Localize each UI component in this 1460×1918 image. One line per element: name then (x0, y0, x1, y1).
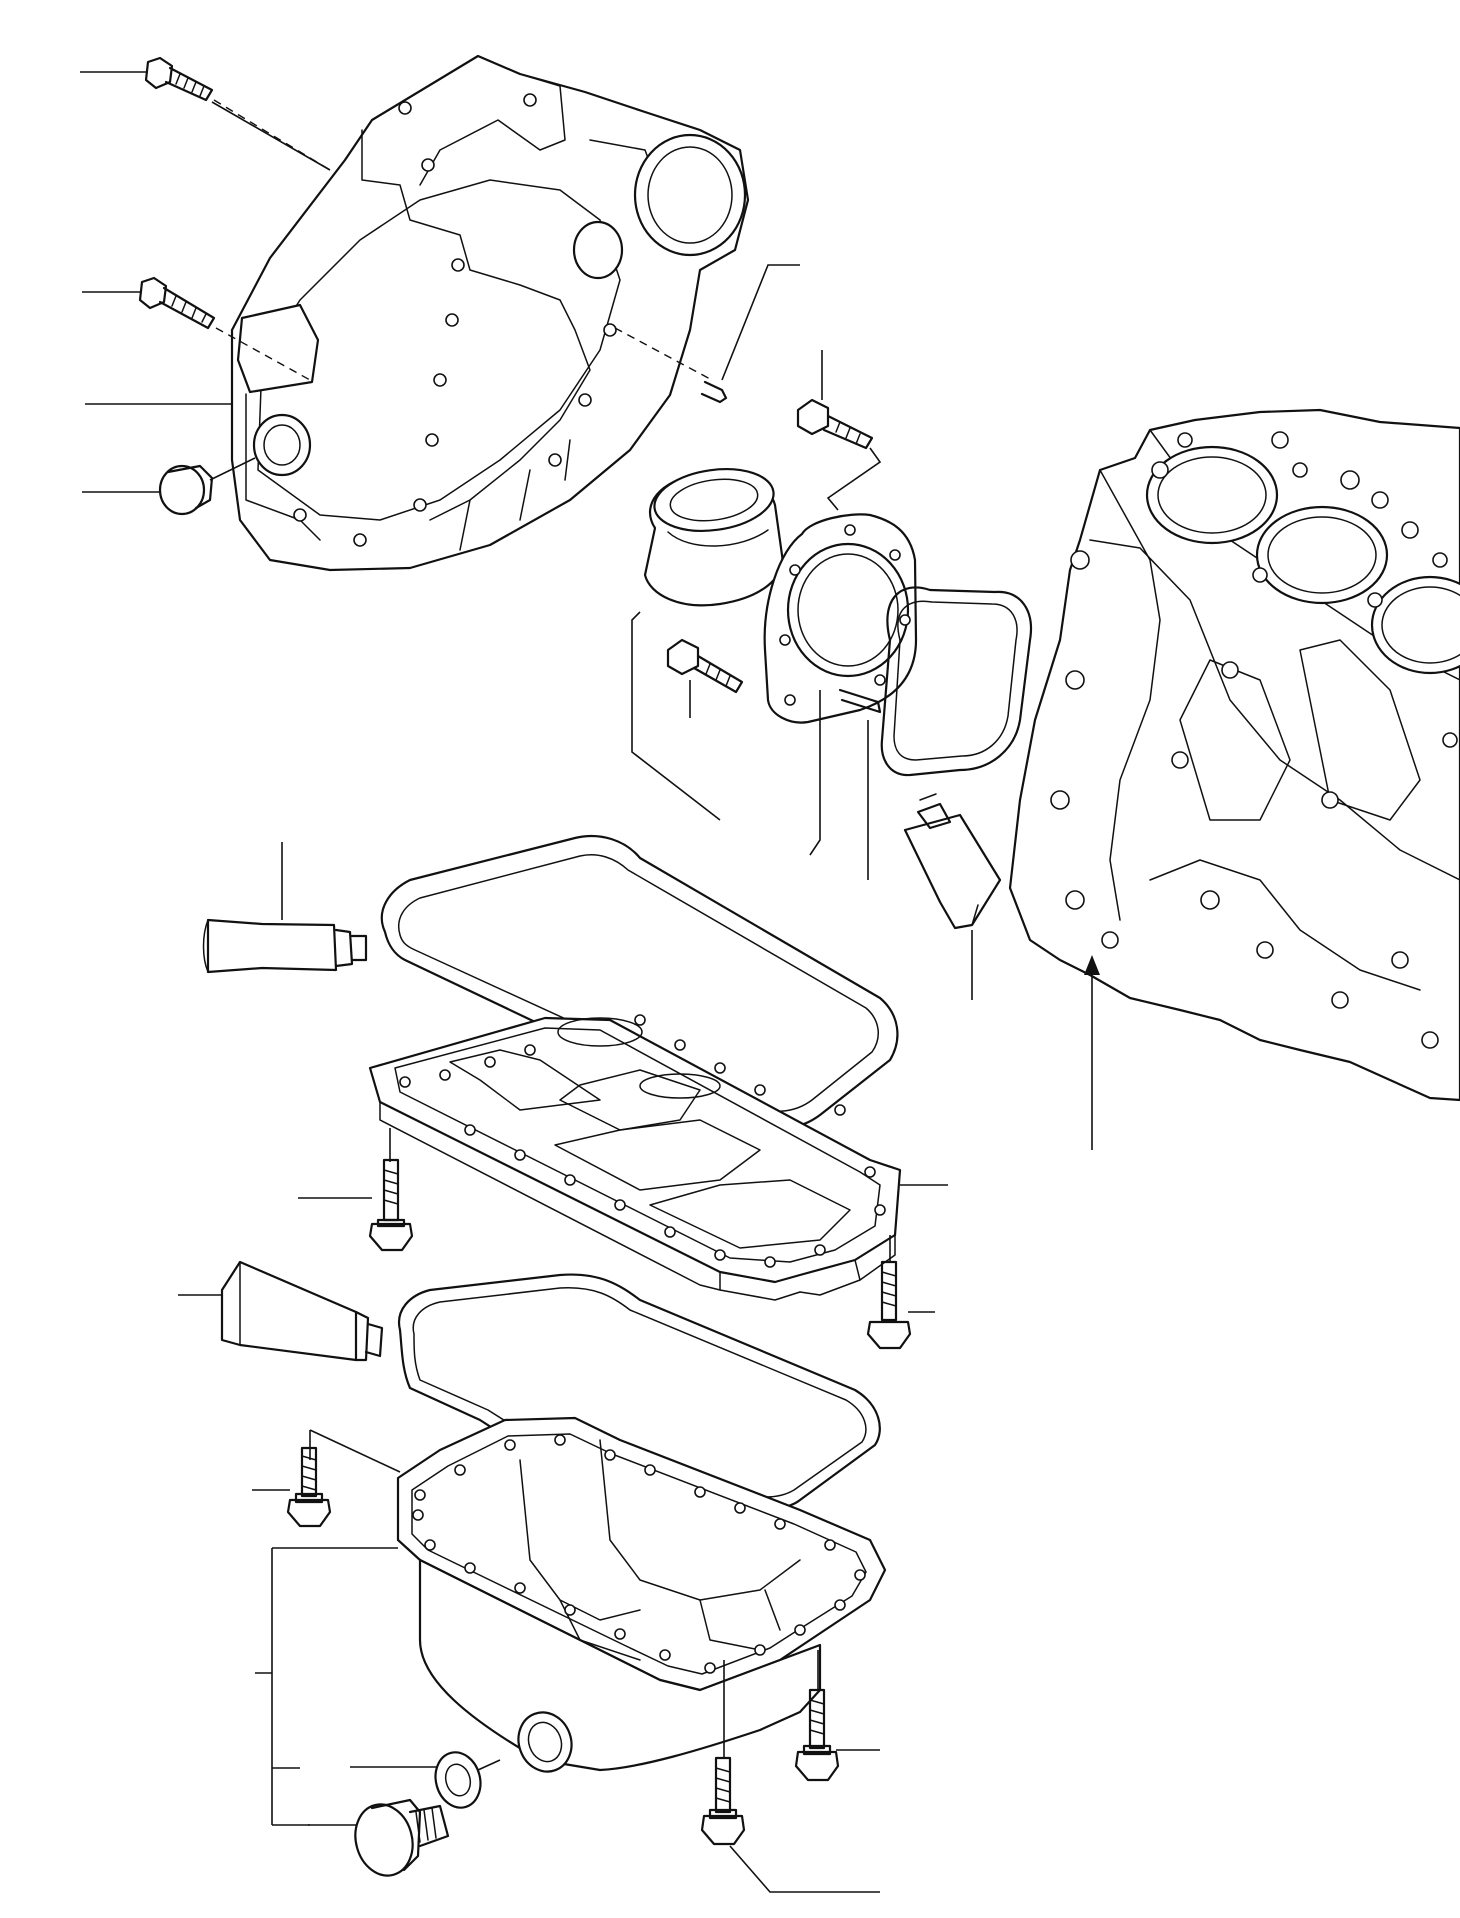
oil-seal (631, 468, 784, 821)
bolt-adapter-left (298, 1128, 414, 1252)
cylinder-block (1008, 408, 1460, 1102)
sealant-tube-right (903, 793, 1002, 1000)
bolt-seal-case-upper (796, 350, 882, 511)
sealant-tube-lower-left (178, 1260, 384, 1362)
drain-plug (308, 1798, 450, 1877)
bolt-upper-1 (80, 56, 331, 171)
bolt-adapter-right (866, 1235, 935, 1350)
bolt-oil-pan-bottom-right (794, 1688, 880, 1782)
plug (82, 457, 256, 516)
gasket-seal-case (867, 586, 1033, 880)
sealant-tube-upper-left (202, 842, 368, 974)
block-reference-arrow (1084, 955, 1100, 1150)
bolt-seal-case-lower (666, 638, 744, 718)
gasket-upper (380, 834, 899, 1130)
oil-pan-adapter (368, 1014, 948, 1301)
bolt-oil-pan-left (252, 1446, 332, 1528)
oil-pan (255, 1416, 887, 1826)
flywheel-housing (230, 54, 750, 572)
washer (350, 1751, 501, 1809)
seal-case (763, 513, 918, 856)
dowel-pin (614, 264, 800, 404)
bolt-oil-pan-bottom (700, 1660, 880, 1893)
bolt-upper-2 (82, 276, 311, 381)
